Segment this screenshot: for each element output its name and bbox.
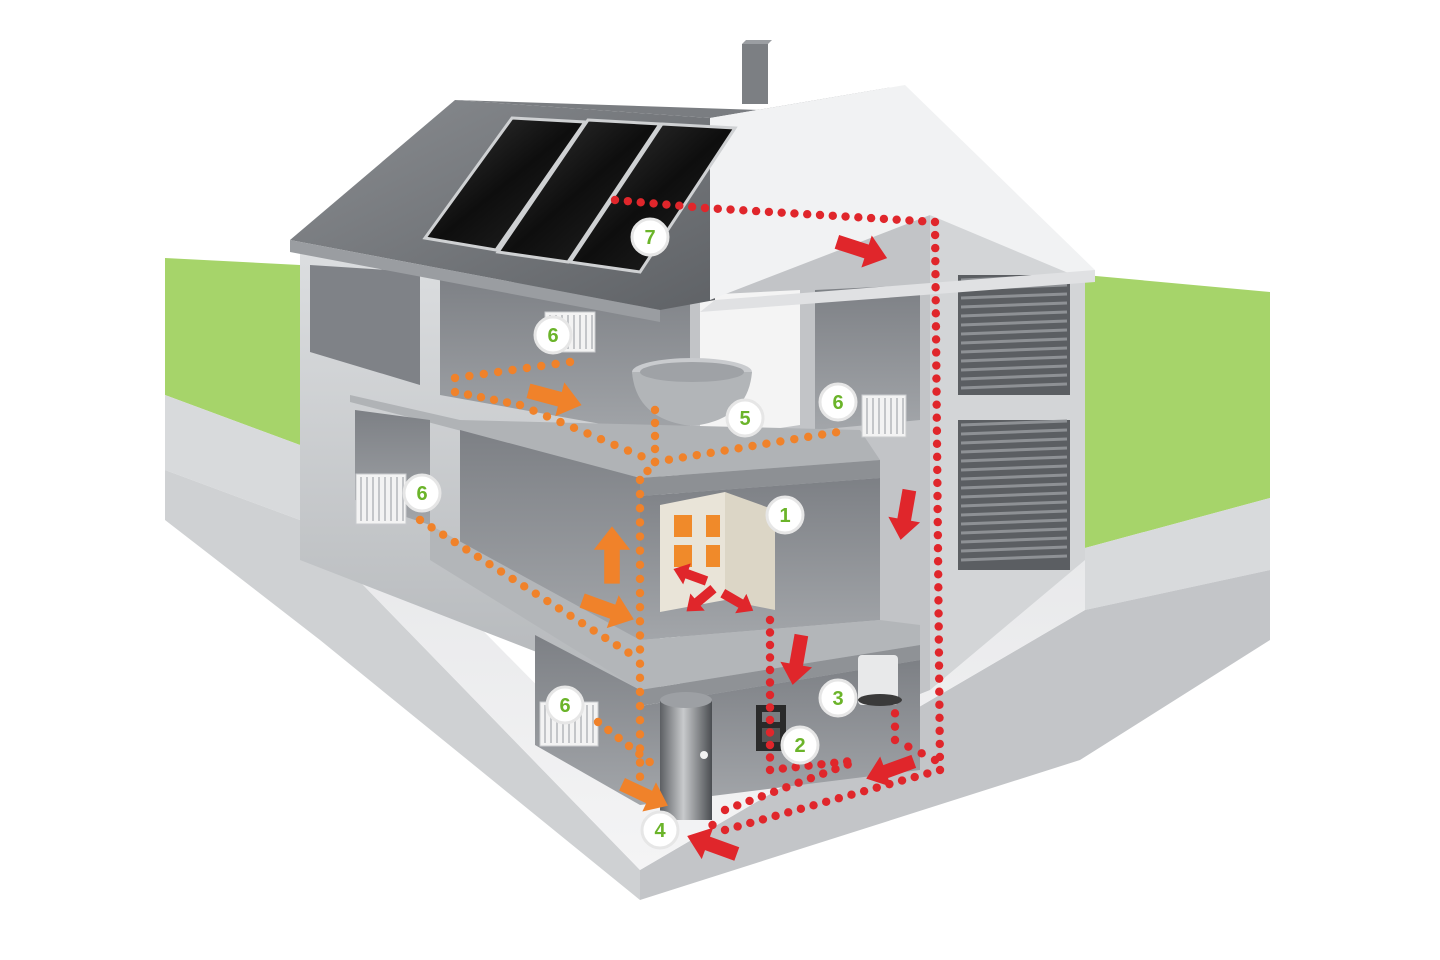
badge-radiator-ground-left: 6	[545, 685, 585, 725]
radiator-icon	[355, 473, 407, 525]
lawn-left	[165, 258, 300, 520]
chimney	[742, 44, 768, 104]
badge-stove: 1	[765, 495, 805, 535]
flow-arrow-icon	[720, 589, 754, 614]
flow-arrow-icon	[866, 754, 917, 787]
badge-bathtub: 5	[725, 398, 765, 438]
boiler-icon	[858, 655, 902, 706]
flow-arrow-icon	[593, 526, 631, 584]
flow-arrow-icon	[888, 488, 921, 540]
flow-arrow-icon	[673, 563, 709, 586]
badge-label: 4	[654, 820, 666, 842]
badge-tank: 4	[640, 810, 680, 850]
solar-panel-icon	[422, 116, 738, 274]
flow-arrow-icon	[579, 593, 634, 629]
hot-water-loop	[610, 195, 945, 835]
badge-radiator-attic-right: 6	[818, 382, 858, 422]
badge-label: 2	[794, 735, 805, 757]
flow-arrow-icon	[834, 234, 888, 268]
badge-radiator-attic-left: 6	[533, 315, 573, 355]
badge-label: 7	[644, 227, 655, 249]
flow-arrow-icon	[526, 234, 921, 861]
bathtub-icon	[632, 358, 752, 426]
badge-label: 3	[832, 688, 843, 710]
badge-label: 6	[547, 325, 558, 347]
flow-arrow-icon	[526, 382, 582, 417]
numbered-badges: 1 2 3 4 5 6 6 6	[402, 217, 858, 850]
badge-solar: 7	[630, 217, 670, 257]
flow-arrow-icon	[687, 827, 740, 861]
badge-label: 6	[832, 392, 843, 414]
badge-controller: 2	[780, 725, 820, 765]
wood-stove-icon	[660, 492, 775, 612]
badge-label: 6	[416, 483, 427, 505]
storage-tank-icon	[660, 692, 712, 820]
badge-radiator-middle-left: 6	[402, 473, 442, 513]
lawn-right	[1085, 275, 1270, 610]
flow-arrow-icon	[780, 633, 813, 685]
badge-label: 6	[559, 695, 570, 717]
badge-label: 1	[779, 505, 790, 527]
flow-arrow-icon	[619, 778, 668, 812]
badge-boiler: 3	[818, 678, 858, 718]
vent-grille-icon	[958, 274, 1070, 570]
badge-label: 5	[739, 408, 750, 430]
flow-arrow-icon	[686, 585, 717, 612]
radiator-icon	[861, 394, 907, 438]
